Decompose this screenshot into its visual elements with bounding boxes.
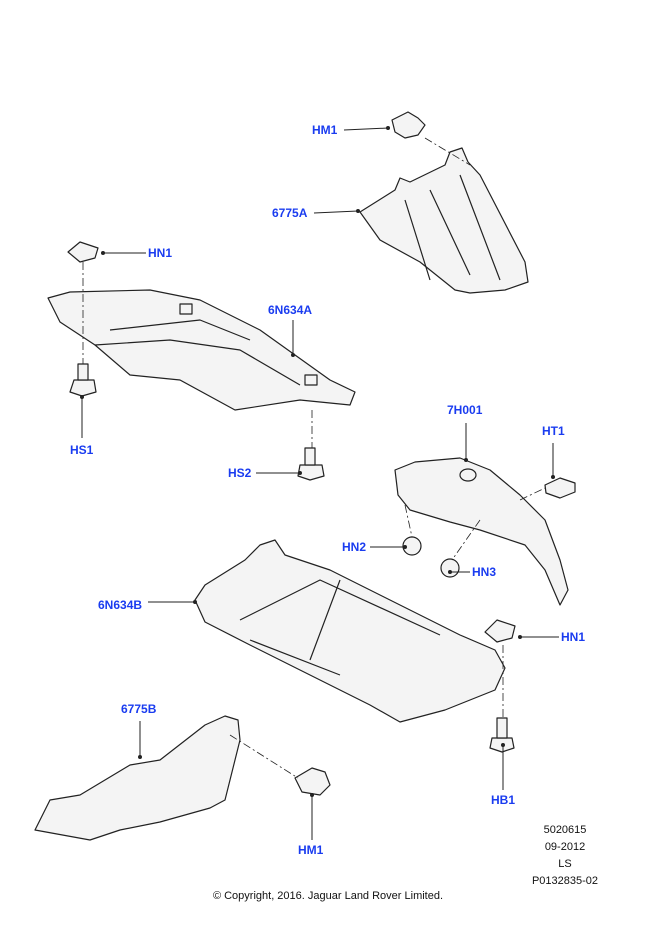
assembly-lines [82, 137, 546, 779]
callout-hn2[interactable]: HN2 [342, 540, 367, 554]
part-ht1 [544, 477, 576, 499]
part-hm1-bottom [294, 767, 331, 796]
part-hs1 [69, 379, 97, 397]
callout-ht1[interactable]: HT1 [542, 424, 565, 438]
part-hs2 [297, 464, 325, 481]
illustration-code: LS [558, 858, 572, 870]
callout-hn1-right[interactable]: HN1 [561, 630, 586, 644]
callout-6775b[interactable]: 6775B [121, 702, 157, 716]
callout-hs2[interactable]: HS2 [228, 466, 252, 480]
callout-hm1-top[interactable]: HM1 [312, 123, 338, 137]
illustration-ref: P0132835-02 [531, 875, 599, 887]
callout-7h001[interactable]: 7H001 [447, 403, 483, 417]
copyright-notice: © Copyright, 2016. Jaguar Land Rover Lim… [212, 890, 444, 902]
part-6775b [34, 715, 241, 841]
illustration-number: 5020615 [543, 824, 587, 836]
callout-hs1[interactable]: HS1 [70, 443, 94, 457]
callout-hn1-left[interactable]: HN1 [148, 246, 173, 260]
part-6n634a [47, 289, 356, 411]
callout-6775a[interactable]: 6775A [272, 206, 308, 220]
callout-hb1[interactable]: HB1 [491, 793, 516, 807]
part-hm1-top [391, 111, 426, 139]
illustration-date: 09-2012 [544, 841, 586, 853]
part-hn1-right [484, 619, 516, 643]
callout-hm1-bottom[interactable]: HM1 [298, 843, 324, 857]
part-6n634b [194, 539, 506, 723]
leader-dots [80, 126, 555, 797]
part-hn3 [440, 558, 460, 578]
leader-lines [81, 127, 559, 840]
callout-6n634a[interactable]: 6N634A [268, 303, 313, 317]
part-7h001 [394, 457, 569, 606]
callout-hn3[interactable]: HN3 [472, 565, 497, 579]
part-hn1-left [67, 241, 99, 263]
callout-6n634b[interactable]: 6N634B [98, 598, 143, 612]
